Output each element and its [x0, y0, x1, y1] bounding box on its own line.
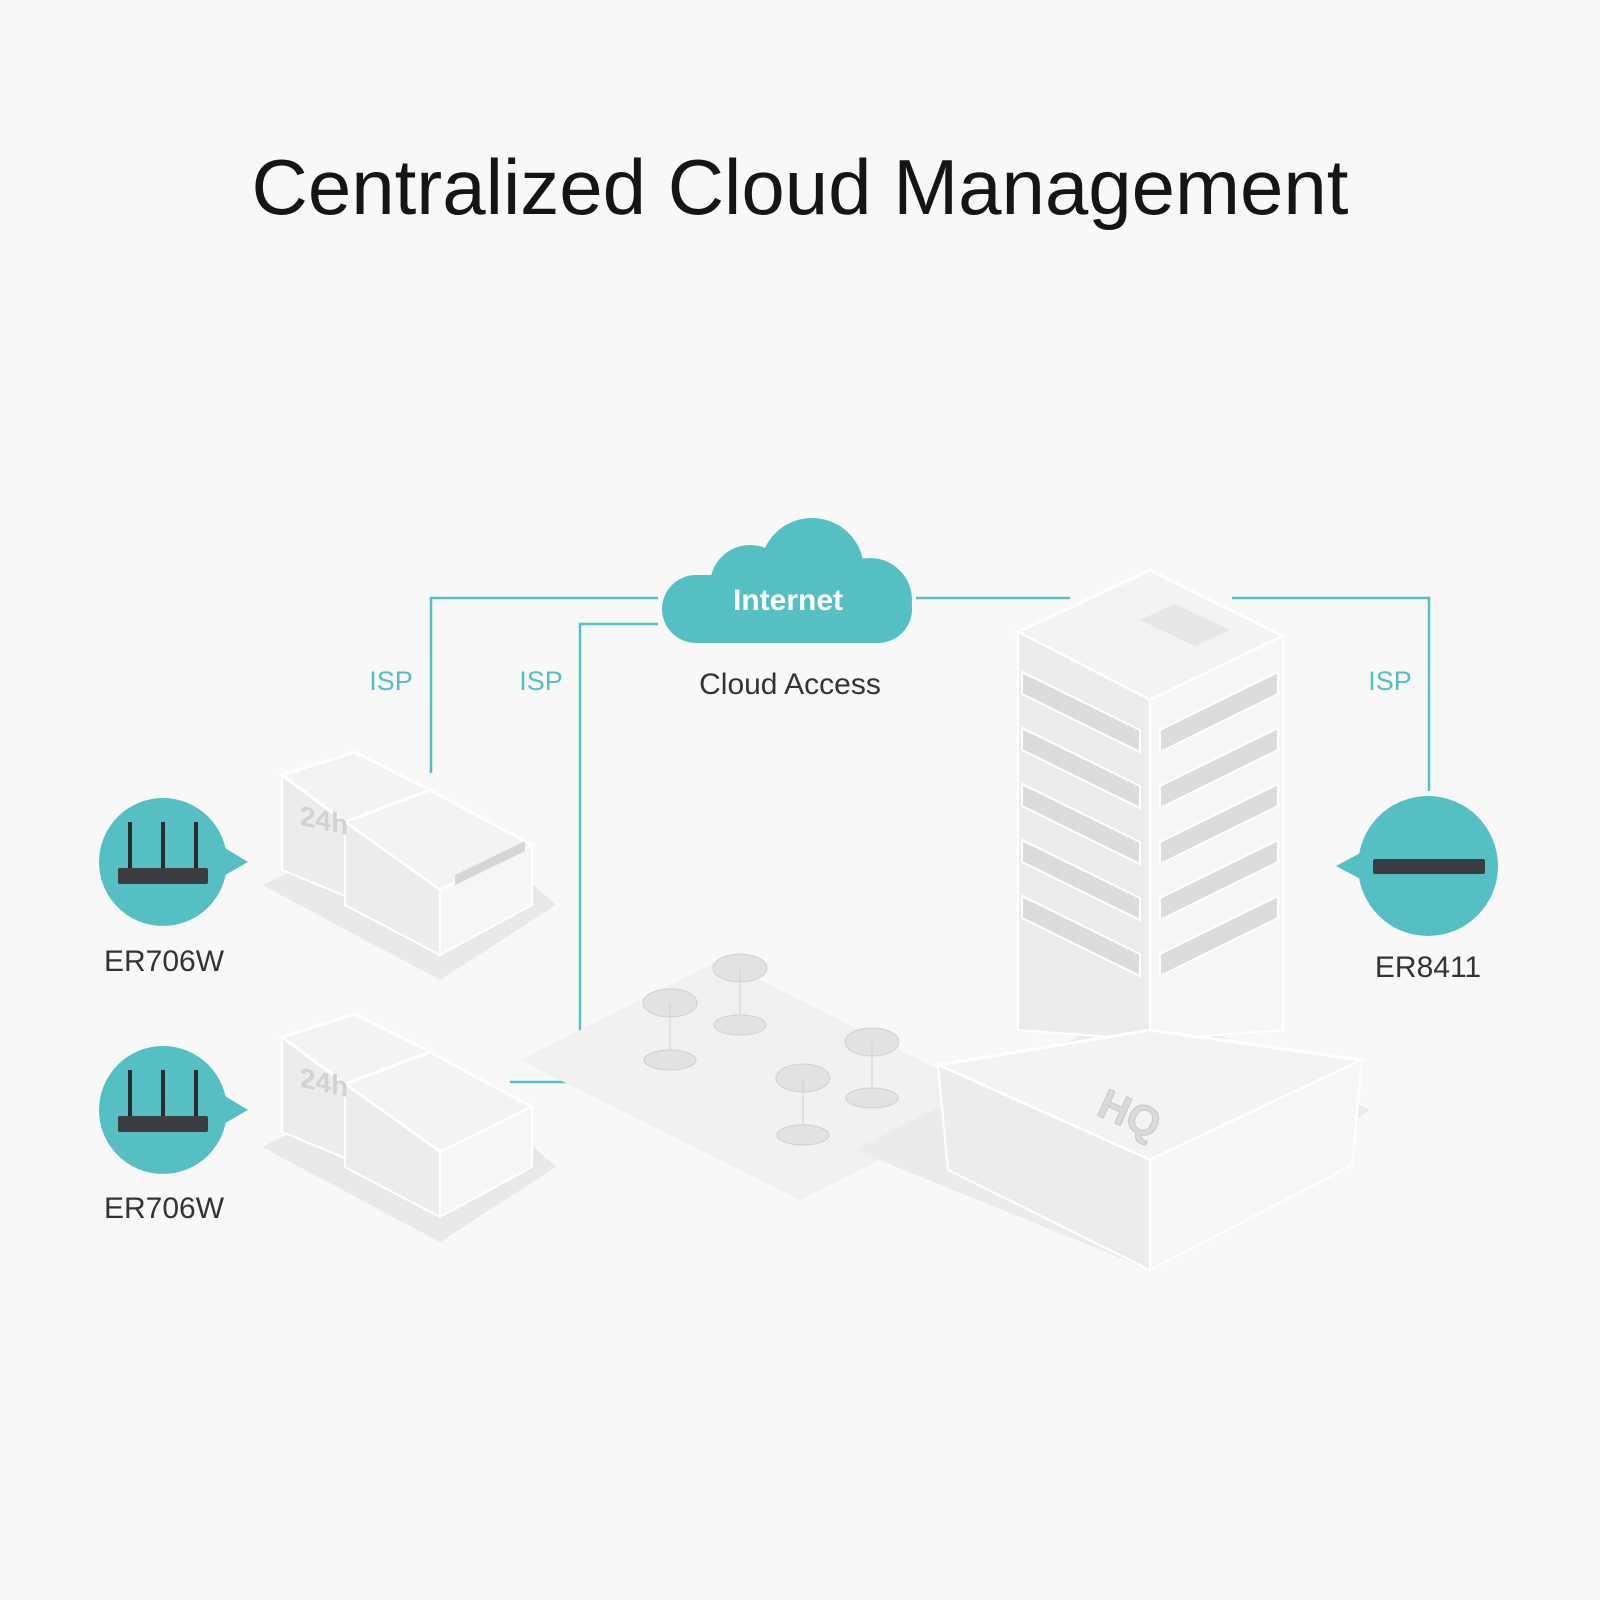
router-icon — [118, 822, 208, 884]
page-title: Centralized Cloud Management — [252, 143, 1349, 231]
hq-building: HQ — [855, 568, 1370, 1272]
connection-lines — [429, 596, 1431, 1084]
device-label-er8411: ER8411 — [1375, 951, 1481, 984]
device-label-er706w-1: ER706W — [104, 945, 225, 978]
isp-line-store-1 — [429, 596, 658, 773]
isp-label-3: ISP — [1368, 666, 1412, 696]
isp-label-1: ISP — [369, 666, 413, 696]
router-icon — [118, 1070, 208, 1132]
isp-label-2: ISP — [519, 666, 563, 696]
isp-line-hq — [1232, 596, 1431, 791]
branch-store-2: 24h — [262, 1012, 556, 1242]
device-bubble-er8411[interactable] — [1336, 796, 1498, 936]
isp-line-store-2 — [510, 622, 658, 1084]
umbrella-tables — [642, 953, 900, 1146]
device-label-er706w-2: ER706W — [104, 1192, 225, 1225]
internet-cloud-icon — [662, 518, 912, 643]
internet-label: Internet — [733, 584, 843, 617]
cloud-access-label: Cloud Access — [699, 668, 881, 701]
switch-router-icon — [1373, 859, 1485, 874]
branch-store-1: 24h — [262, 750, 556, 980]
device-bubble-er706w-1[interactable] — [99, 798, 248, 926]
device-bubble-er706w-2[interactable] — [99, 1046, 248, 1174]
